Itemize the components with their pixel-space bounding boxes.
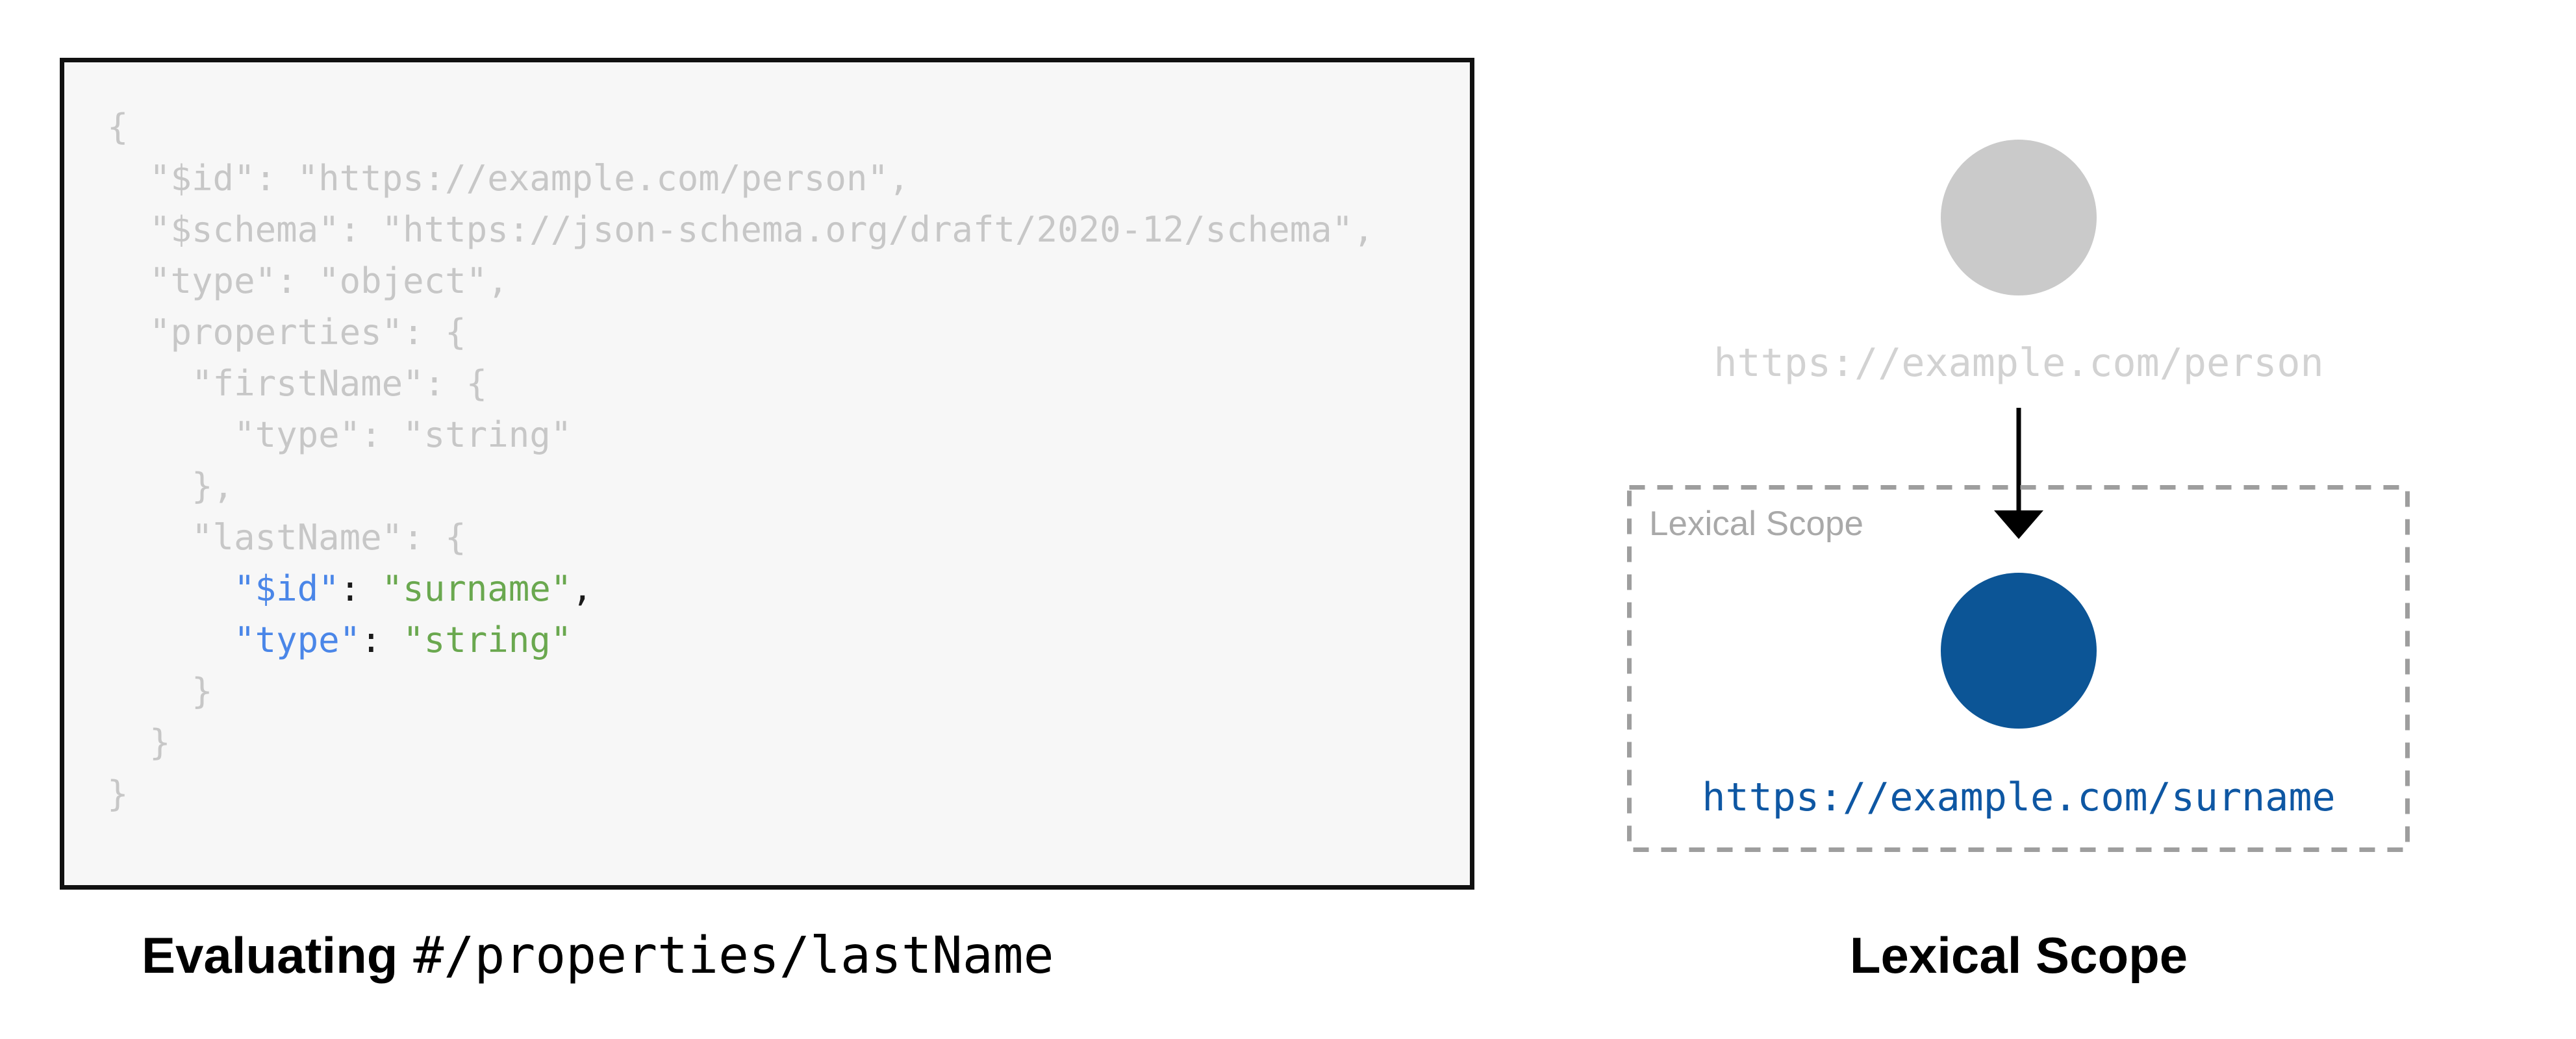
code-line: "lastName": { [107,517,466,558]
down-arrow-icon [1994,408,2043,539]
code-line: "type": "string" [107,414,572,455]
caption-json-pointer: #/properties/lastName [413,927,1054,985]
code-line: "type": "object", [107,260,509,301]
caption-evaluating: Evaluating [142,927,398,984]
code-line: "$schema": "https://json-schema.org/draf… [107,209,1374,250]
code-line: } [107,773,129,814]
code-panel: { "$id": "https://example.com/person", "… [60,58,1474,890]
diagram-caption: Lexical Scope [1849,927,2188,984]
code-line: }, [107,466,234,507]
code-line: "$id": "https://example.com/person", [107,158,910,199]
person-node-circle [1941,140,2097,295]
code-line: "type": "string" [234,620,572,660]
lexical-scope-label: Lexical Scope [1649,505,1863,543]
lexical-scope-box-border [1627,485,2410,852]
code-caption: Evaluating #/properties/lastName [142,926,1054,985]
code-line: "firstName": { [107,363,488,404]
surname-node-circle [1941,573,2097,729]
lexical-scope-box [1627,485,2410,852]
code-line: } [107,671,213,712]
surname-node-uri: https://example.com/surname [1702,775,2336,820]
code-line: "$id": "surname", [234,568,593,609]
code-block: { "$id": "https://example.com/person", "… [64,62,1470,820]
code-line: { [107,106,129,147]
code-line: } [107,722,171,763]
code-line: "properties": { [107,312,466,353]
person-node-uri: https://example.com/person [1713,340,2324,386]
